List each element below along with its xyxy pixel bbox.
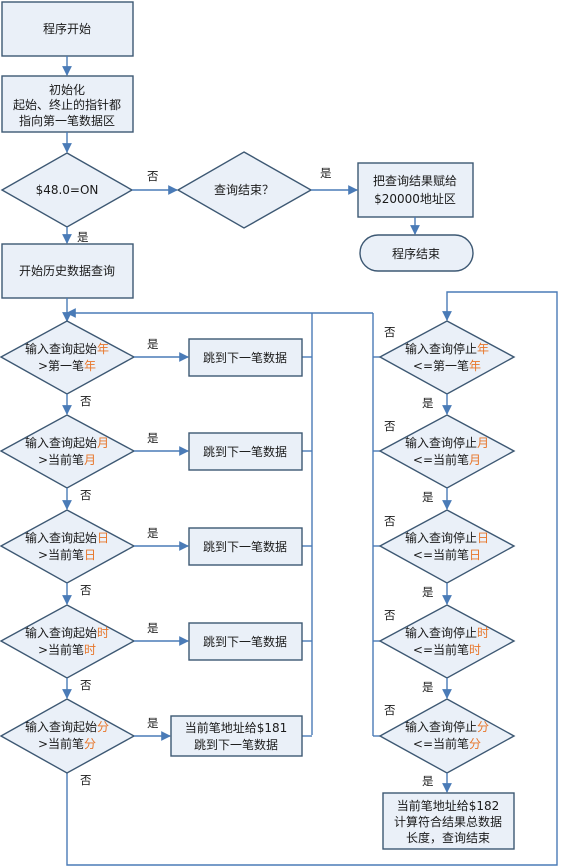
init-label-3: 指向第一笔数据区 [19, 113, 115, 128]
start-minute-line1: 输入查询起始分 [25, 719, 109, 734]
assign-box [357, 162, 474, 218]
start-query-label: 开始历史数据查询 [19, 263, 115, 278]
skip-label: 跳到下一笔数据 [203, 350, 287, 365]
final-label-2: 计算符合结果总数据 [394, 814, 502, 829]
stop-minute-diamond [378, 698, 516, 774]
stop-minute-line2: <=当前笔分 [413, 736, 481, 751]
stop-year-line1: 输入查询停止年 [405, 341, 489, 356]
yes-label: 是 [422, 396, 434, 410]
start-year-diamond [0, 320, 136, 395]
init-box [1, 75, 134, 133]
skip-label: 跳到下一笔数据 [203, 444, 287, 459]
start-minute-diamond [0, 698, 136, 774]
no-label: 否 [384, 703, 396, 717]
no-label: 否 [80, 488, 92, 502]
final-box [382, 792, 515, 850]
right-column [378, 320, 516, 774]
stop-year-line2: <=第一笔年 [413, 358, 481, 373]
query-end-diamond [176, 151, 313, 229]
outer-loop-line [66, 291, 558, 866]
yes-label: 是 [147, 716, 159, 730]
assign-label-2: $20000地址区 [374, 192, 456, 206]
init-label-2: 起始、终止的指针都 [13, 97, 121, 112]
no-label: 否 [384, 608, 396, 622]
yes-label: 是 [422, 774, 434, 788]
start-query-box [1, 243, 134, 299]
start-day-line2: >当前笔日 [38, 547, 96, 562]
stop-year-diamond [378, 320, 516, 395]
stop-hour-diamond [378, 604, 516, 679]
no-label: 否 [384, 514, 396, 528]
start-day-line1: 输入查询起始日 [25, 530, 109, 545]
start-hour-line1: 输入查询起始时 [25, 625, 109, 640]
skip-label: 跳到下一笔数据 [203, 539, 287, 554]
stop-hour-line2: <=当前笔时 [413, 642, 481, 657]
yes-label: 是 [422, 490, 434, 504]
start-year-line2: >第一笔年 [38, 358, 96, 373]
stop-day-diamond [378, 509, 516, 584]
start-minute-line2: >当前笔分 [38, 736, 96, 751]
no-label: 否 [80, 678, 92, 692]
no-label: 否 [384, 325, 396, 339]
assign-label-1: 把查询结果赋给 [373, 174, 457, 188]
start-label: 程序开始 [43, 21, 91, 36]
final-label-1: 当前笔地址给$182 [397, 798, 500, 813]
query-end-label: 查询结束？ [214, 183, 274, 197]
yes-label: 是 [320, 166, 332, 180]
yes-label: 是 [147, 431, 159, 445]
skip-box [188, 527, 303, 566]
no-label: 否 [80, 583, 92, 597]
no-label: 否 [80, 394, 92, 408]
start-month-line2: >当前笔月 [38, 452, 96, 467]
start-hour-line2: >当前笔时 [38, 642, 96, 657]
final-label-3: 长度，查询结束 [406, 830, 490, 845]
stop-hour-line1: 输入查询停止时 [405, 625, 489, 640]
stop-month-line1: 输入查询停止月 [405, 435, 489, 450]
start-hour-diamond [0, 604, 136, 679]
skip-box [188, 432, 303, 471]
stop-day-line2: <=当前笔日 [413, 547, 481, 562]
start-month-line1: 输入查询起始月 [25, 435, 109, 450]
start-day-diamond [0, 509, 136, 584]
last-skip-box [170, 715, 303, 757]
last-skip-label-2: 跳到下一笔数据 [194, 737, 278, 752]
stop-day-line1: 输入查询停止日 [405, 530, 489, 545]
yes-label: 是 [147, 526, 159, 540]
skip-box [188, 338, 303, 377]
left-column [0, 320, 136, 774]
yes-label: 是 [147, 621, 159, 635]
stop-minute-line1: 输入查询停止分 [405, 719, 489, 734]
yes-label: 是 [422, 680, 434, 694]
start-month-diamond [0, 414, 136, 489]
start-box [1, 1, 134, 57]
stop-month-line2: <=当前笔月 [413, 452, 481, 467]
last-skip-label-1: 当前笔地址给$181 [185, 720, 288, 735]
no-label: 否 [384, 419, 396, 433]
yes-label: 是 [77, 230, 89, 244]
cond48-label: $48.0=ON [36, 183, 99, 197]
skip-label: 跳到下一笔数据 [203, 634, 287, 649]
no-label: 否 [147, 169, 159, 183]
program-end-label: 程序结束 [392, 246, 440, 261]
yes-label: 是 [147, 337, 159, 351]
skip-box [188, 622, 303, 661]
start-year-line1: 输入查询起始年 [25, 341, 109, 356]
stop-month-diamond [378, 414, 516, 489]
no-label: 否 [80, 773, 92, 787]
init-label-1: 初始化 [49, 83, 85, 97]
yes-label: 是 [422, 585, 434, 599]
program-end-box [359, 234, 474, 272]
